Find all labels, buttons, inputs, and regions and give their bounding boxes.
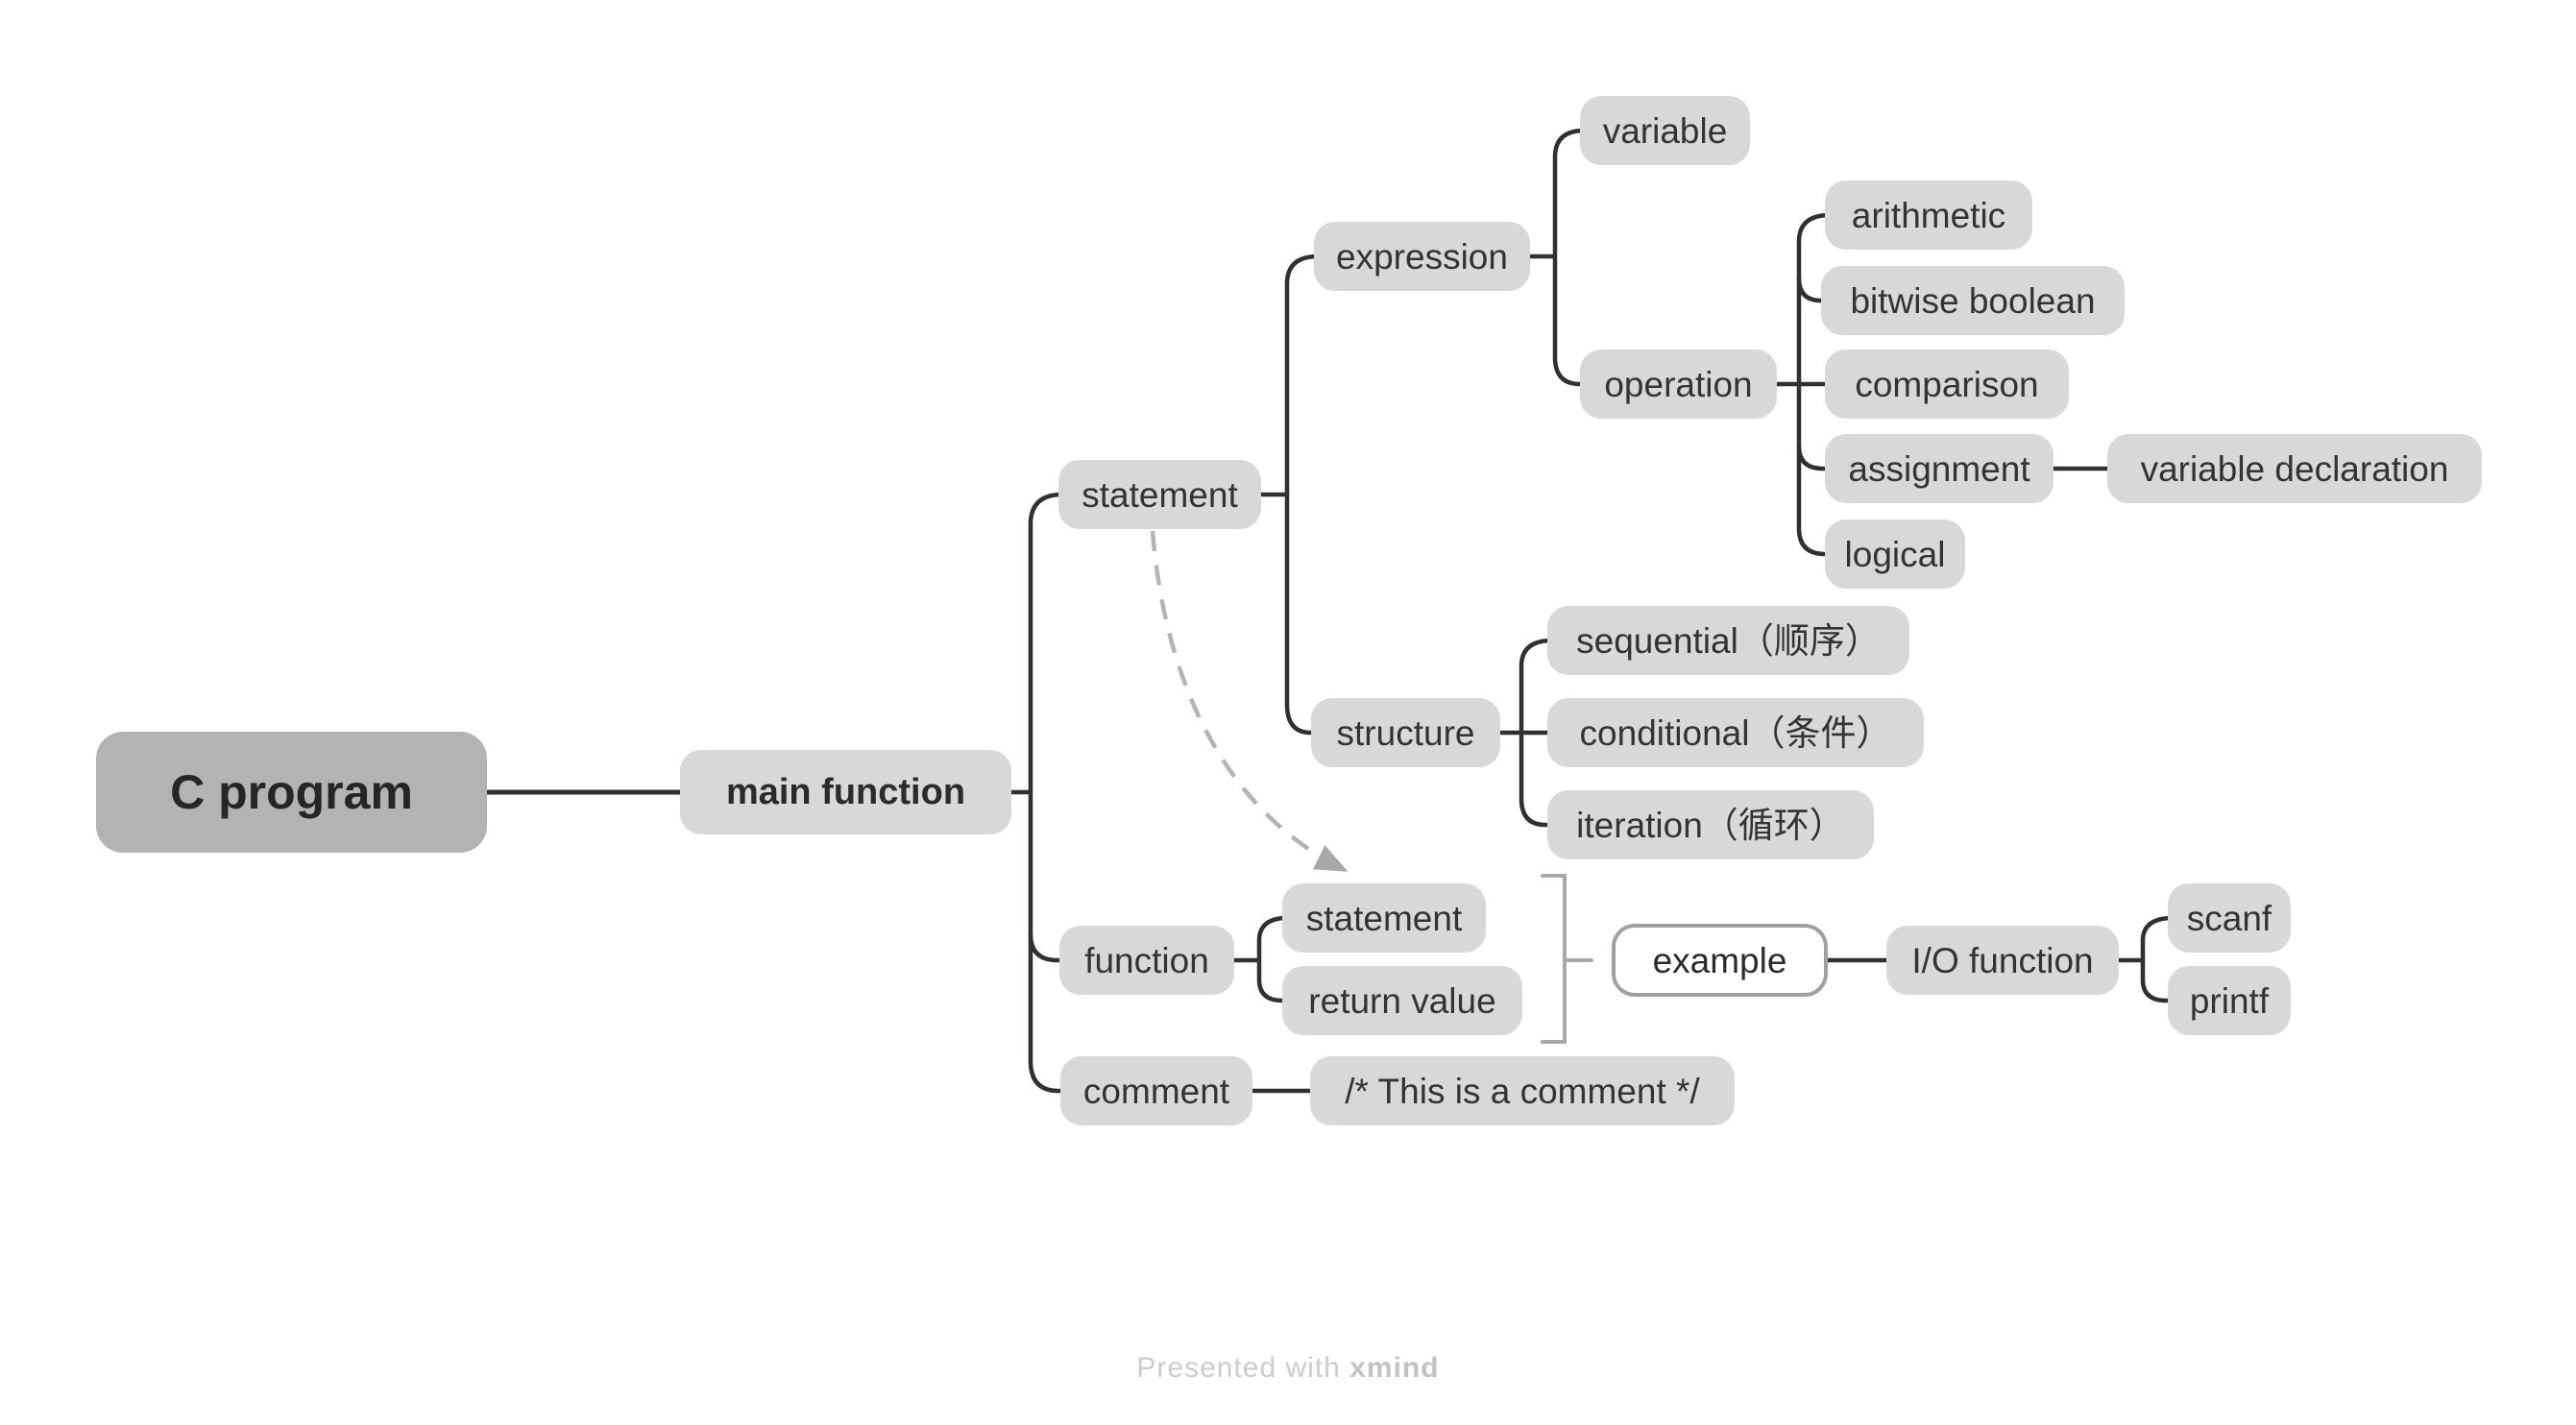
- edge-structure-trunk: [1519, 638, 1553, 828]
- topic-comment-text[interactable]: /* This is a comment */: [1310, 1056, 1735, 1125]
- topic-comparison[interactable]: comparison: [1825, 350, 2069, 419]
- topic-logical[interactable]: logical: [1825, 519, 1965, 589]
- topic-function[interactable]: function: [1059, 926, 1234, 995]
- topic-io-function[interactable]: I/O function: [1886, 926, 2119, 995]
- topic-assignment[interactable]: assignment: [1825, 434, 2054, 503]
- topic-statement[interactable]: statement: [1058, 460, 1261, 529]
- relationship-arrow: [1150, 530, 1349, 873]
- topic-bitwise-boolean[interactable]: bitwise boolean: [1821, 266, 2125, 335]
- edge-io-trunk: [2140, 915, 2174, 1003]
- topic-return-value[interactable]: return value: [1282, 966, 1522, 1035]
- topic-c-program[interactable]: C program: [96, 732, 487, 853]
- topic-conditional[interactable]: conditional（条件）: [1547, 698, 1924, 767]
- topic-structure[interactable]: structure: [1311, 698, 1500, 767]
- topic-sequential[interactable]: sequential（顺序）: [1547, 606, 1909, 675]
- summary-bracket: [1541, 874, 1593, 1044]
- edge-function-trunk: [1256, 915, 1288, 1003]
- topic-comment[interactable]: comment: [1060, 1056, 1252, 1125]
- edge-branch-bitwise: [1796, 276, 1827, 303]
- topic-iteration[interactable]: iteration（循环）: [1547, 790, 1874, 859]
- topic-variable-declaration[interactable]: variable declaration: [2107, 434, 2482, 503]
- topic-operation[interactable]: operation: [1580, 350, 1777, 419]
- topic-scanf[interactable]: scanf: [2168, 883, 2291, 953]
- watermark-prefix: Presented with: [1136, 1352, 1350, 1384]
- edge-main-trunk: [1028, 492, 1065, 1094]
- topic-example[interactable]: example: [1612, 924, 1828, 997]
- edge-statement-trunk: [1284, 254, 1319, 736]
- topic-main-function[interactable]: main function: [680, 750, 1011, 834]
- edge-expression-trunk: [1552, 128, 1586, 387]
- edge-operation-trunk: [1796, 212, 1831, 557]
- topic-arithmetic[interactable]: arithmetic: [1825, 181, 2032, 250]
- topic-variable[interactable]: variable: [1580, 96, 1750, 165]
- edge-branch-assignment: [1796, 444, 1831, 471]
- topic-statement-2[interactable]: statement: [1282, 883, 1486, 953]
- edge-branch-function: [1028, 931, 1065, 963]
- topic-printf[interactable]: printf: [2168, 966, 2291, 1035]
- topic-expression[interactable]: expression: [1314, 222, 1530, 291]
- watermark-brand: xmind: [1349, 1352, 1440, 1384]
- watermark: Presented with xmind: [0, 1352, 2576, 1385]
